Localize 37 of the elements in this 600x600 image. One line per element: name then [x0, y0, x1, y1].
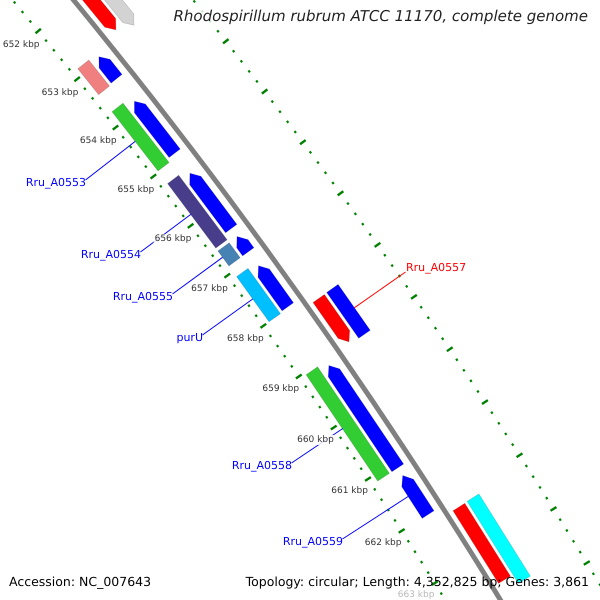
scale-label: 662 kbp: [364, 538, 402, 548]
gene-block: [77, 59, 110, 96]
scale-label: 663 kbp: [396, 590, 436, 600]
scale-label: 658 kbp: [226, 334, 265, 344]
gene-block: [312, 294, 350, 342]
accession-text: Accession: NC_007643: [9, 574, 152, 589]
scale-label: 661 kbp: [330, 486, 369, 496]
scale-label: 659 kbp: [261, 384, 300, 394]
scale-label: 656 kbp: [154, 234, 192, 244]
gene-block: [236, 268, 282, 322]
gene-label: Rru_A0558: [232, 459, 292, 472]
scale-label: 652 kbp: [2, 40, 41, 50]
gene-block: [98, 56, 123, 84]
gene-block: [326, 284, 371, 339]
leader-line: [342, 496, 409, 540]
scale-label: 653 kbp: [40, 88, 80, 98]
gene-label: Rru_A0555: [112, 290, 173, 303]
gene-label: Rru_A0557: [406, 261, 466, 274]
scale-label: 657 kbp: [190, 284, 229, 294]
leader-line: [202, 298, 254, 336]
scale-label: 660 kbp: [296, 434, 335, 445]
leader-line: [172, 256, 224, 294]
gene-block: [217, 242, 241, 267]
gene-block: [401, 474, 435, 519]
gene-label: Rru_A0554: [80, 248, 141, 261]
gene-block: [258, 265, 294, 312]
gene-label: Rru_A0559: [282, 535, 343, 548]
summary-text: Topology: circular; Length: 4,352,825 bp; Genes: 3,861: [244, 574, 590, 589]
scale-label: 654 kbp: [78, 136, 118, 146]
gene-label: purU: [176, 331, 203, 344]
gene-block: [189, 172, 238, 234]
scale-label: 655 kbp: [116, 184, 156, 195]
leader-line: [354, 272, 406, 308]
gene-block: [134, 100, 181, 158]
gene-block: [236, 236, 254, 256]
gene-label: Rru_A0553: [26, 176, 86, 189]
leader-line: [85, 140, 136, 180]
